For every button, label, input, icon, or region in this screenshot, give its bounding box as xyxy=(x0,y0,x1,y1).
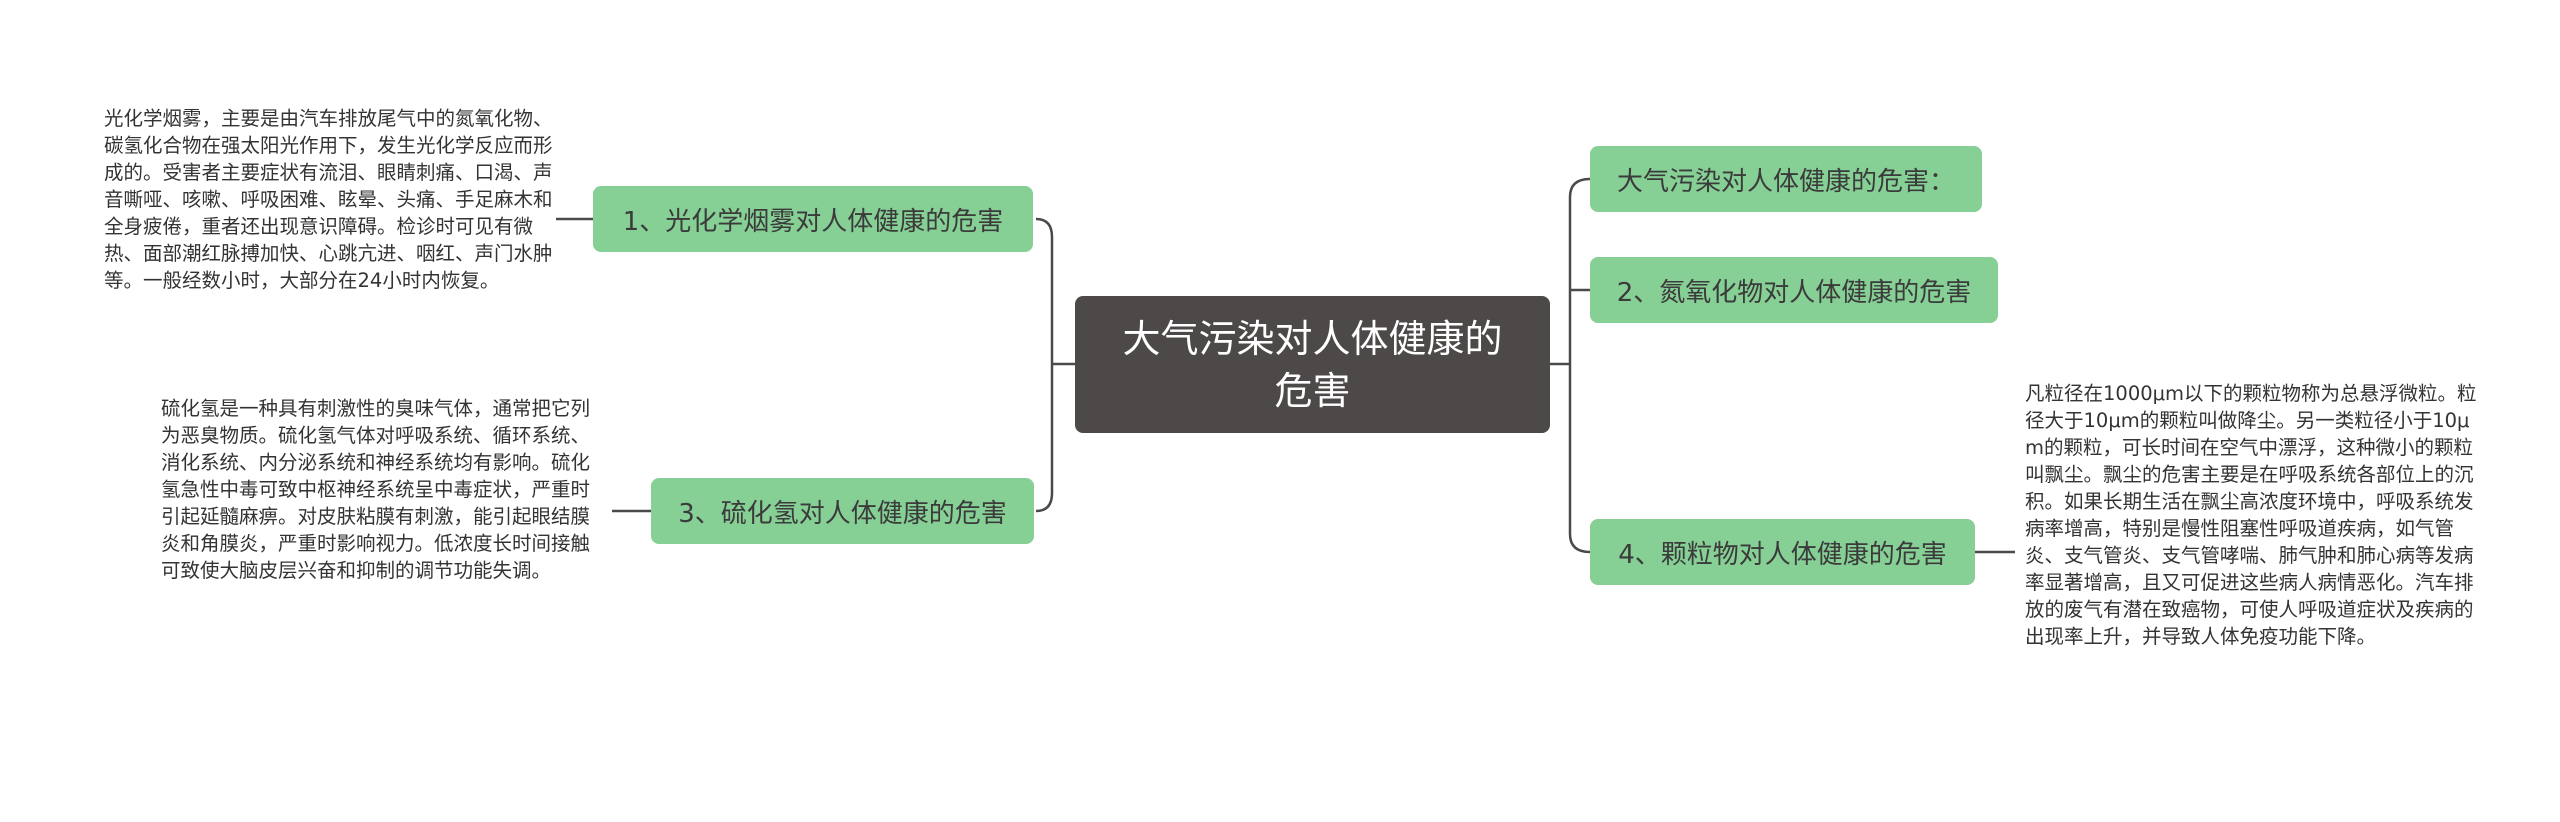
branch-heading[interactable]: 大气污染对人体健康的危害： xyxy=(1590,146,1982,212)
branch-hydrogen-sulfide[interactable]: 3、硫化氢对人体健康的危害 xyxy=(651,478,1034,544)
branch-hydrogen-sulfide-label: 3、硫化氢对人体健康的危害 xyxy=(678,498,1007,529)
connector-right-trunk xyxy=(1568,177,1591,554)
branch-nitrogen-oxides[interactable]: 2、氮氧化物对人体健康的危害 xyxy=(1590,257,1998,323)
branch-photochemical-smog[interactable]: 1、光化学烟雾对人体健康的危害 xyxy=(593,186,1033,252)
branch-photochemical-smog-label: 1、光化学烟雾对人体健康的危害 xyxy=(622,206,1004,237)
connector-left-trunk xyxy=(1035,217,1054,513)
central-topic-label: 大气污染对人体健康的危害 xyxy=(1122,316,1503,413)
branch-particulate-matter-label: 4、颗粒物对人体健康的危害 xyxy=(1618,539,1947,570)
note-hydrogen-sulfide: 硫化氢是一种具有刺激性的臭味气体，通常把它列为恶臭物质。硫化氢气体对呼吸系统、循… xyxy=(161,397,591,582)
branch-heading-label: 大气污染对人体健康的危害： xyxy=(1616,166,1955,197)
branch-nitrogen-oxides-label: 2、氮氧化物对人体健康的危害 xyxy=(1616,277,1972,308)
central-topic[interactable]: 大气污染对人体健康的危害 xyxy=(1075,296,1550,433)
note-photochemical-smog: 光化学烟雾，主要是由汽车排放尾气中的氮氧化物、碳氢化合物在强太阳光作用下，发生光… xyxy=(104,107,553,292)
branch-particulate-matter[interactable]: 4、颗粒物对人体健康的危害 xyxy=(1590,519,1975,585)
note-particulate-matter: 凡粒径在1000μm以下的颗粒物称为总悬浮微粒。粒径大于10μm的颗粒叫做降尘。… xyxy=(2025,382,2477,648)
